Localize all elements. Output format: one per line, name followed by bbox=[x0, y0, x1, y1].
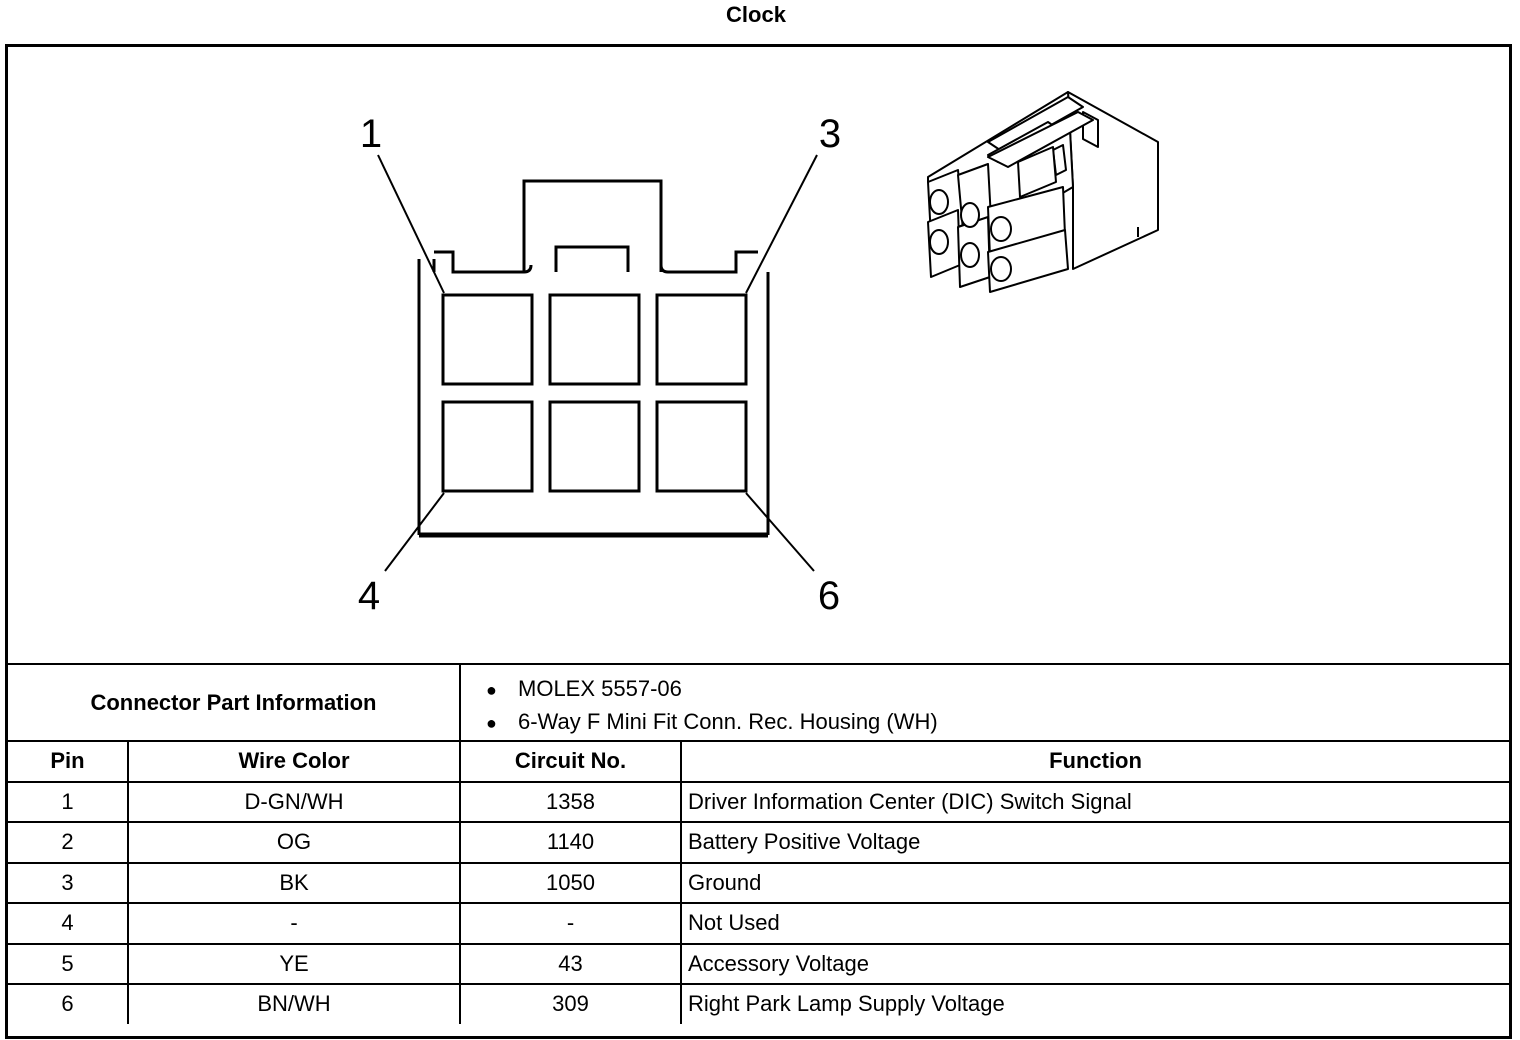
cell-pin: 1 bbox=[8, 780, 129, 823]
connector-info-label: Connector Part Information bbox=[8, 665, 461, 740]
connector-part-information: Connector Part Information MOLEX 5557-06… bbox=[8, 663, 1509, 742]
cavity-3 bbox=[655, 293, 748, 386]
pin-callout-4: 4 bbox=[358, 574, 380, 618]
connector-sheet: 1 3 4 6 bbox=[5, 44, 1512, 1039]
cell-wire-color: - bbox=[127, 902, 461, 945]
cell-circuit-no: 1050 bbox=[459, 861, 682, 904]
header-circuit-no: Circuit No. bbox=[459, 740, 682, 783]
connector-face-view bbox=[377, 154, 818, 572]
table-row: 4 - - Not Used bbox=[8, 902, 1509, 945]
cavity-2 bbox=[548, 293, 641, 386]
cell-wire-color: BK bbox=[127, 861, 461, 904]
cell-circuit-no: 1358 bbox=[459, 780, 682, 823]
leader-line-1 bbox=[377, 154, 445, 294]
table-header-row: Pin Wire Color Circuit No. Function bbox=[8, 740, 1509, 783]
pin-callout-3: 3 bbox=[819, 112, 841, 156]
cell-pin: 4 bbox=[8, 902, 129, 945]
cell-circuit-no: - bbox=[459, 902, 682, 945]
connector-info-list: MOLEX 5557-06 6-Way F Mini Fit Conn. Rec… bbox=[486, 673, 938, 739]
cell-wire-color: BN/WH bbox=[127, 983, 461, 1024]
table-row: 1 D-GN/WH 1358 Driver Information Center… bbox=[8, 780, 1509, 823]
pin-callout-6: 6 bbox=[818, 574, 840, 618]
cell-function: Driver Information Center (DIC) Switch S… bbox=[680, 780, 1509, 823]
cell-circuit-no: 309 bbox=[459, 983, 682, 1024]
connector-latch bbox=[522, 179, 663, 272]
cell-function: Not Used bbox=[680, 902, 1509, 945]
cell-pin: 3 bbox=[8, 861, 129, 904]
pinout-table: Pin Wire Color Circuit No. Function 1 D-… bbox=[8, 740, 1509, 1024]
connector-info-item: 6-Way F Mini Fit Conn. Rec. Housing (WH) bbox=[486, 706, 938, 739]
header-function: Function bbox=[680, 740, 1509, 783]
cell-circuit-no: 43 bbox=[459, 942, 682, 985]
table-row: 5 YE 43 Accessory Voltage bbox=[8, 942, 1509, 985]
leader-line-3 bbox=[745, 154, 818, 294]
table-row: 2 OG 1140 Battery Positive Voltage bbox=[8, 821, 1509, 864]
table-row: 6 BN/WH 309 Right Park Lamp Supply Volta… bbox=[8, 983, 1509, 1024]
cell-wire-color: D-GN/WH bbox=[127, 780, 461, 823]
leader-line-4 bbox=[384, 492, 445, 572]
latch-tab bbox=[554, 245, 630, 272]
connector-info-item: MOLEX 5557-06 bbox=[486, 673, 938, 706]
connector-isometric-icon bbox=[927, 91, 1159, 293]
cavity-6 bbox=[655, 400, 748, 493]
page-title: Clock bbox=[726, 2, 786, 27]
cavity-1 bbox=[441, 293, 534, 386]
cell-circuit-no: 1140 bbox=[459, 821, 682, 864]
cell-pin: 2 bbox=[8, 821, 129, 864]
leader-line-6 bbox=[745, 492, 815, 572]
connector-diagram: 1 3 4 6 bbox=[358, 91, 1159, 618]
cell-function: Battery Positive Voltage bbox=[680, 821, 1509, 864]
cavity-4 bbox=[441, 400, 534, 493]
cell-function: Ground bbox=[680, 861, 1509, 904]
cell-wire-color: OG bbox=[127, 821, 461, 864]
header-wire-color: Wire Color bbox=[127, 740, 461, 783]
cell-function: Right Park Lamp Supply Voltage bbox=[680, 983, 1509, 1024]
header-pin: Pin bbox=[8, 740, 129, 783]
cell-wire-color: YE bbox=[127, 942, 461, 985]
cell-pin: 6 bbox=[8, 983, 129, 1024]
table-row: 3 BK 1050 Ground bbox=[8, 861, 1509, 904]
cell-pin: 5 bbox=[8, 942, 129, 985]
connector-figure: 1 3 4 6 bbox=[8, 47, 1509, 663]
cavity-5 bbox=[548, 400, 641, 493]
cell-function: Accessory Voltage bbox=[680, 942, 1509, 985]
pin-callout-1: 1 bbox=[360, 112, 382, 156]
